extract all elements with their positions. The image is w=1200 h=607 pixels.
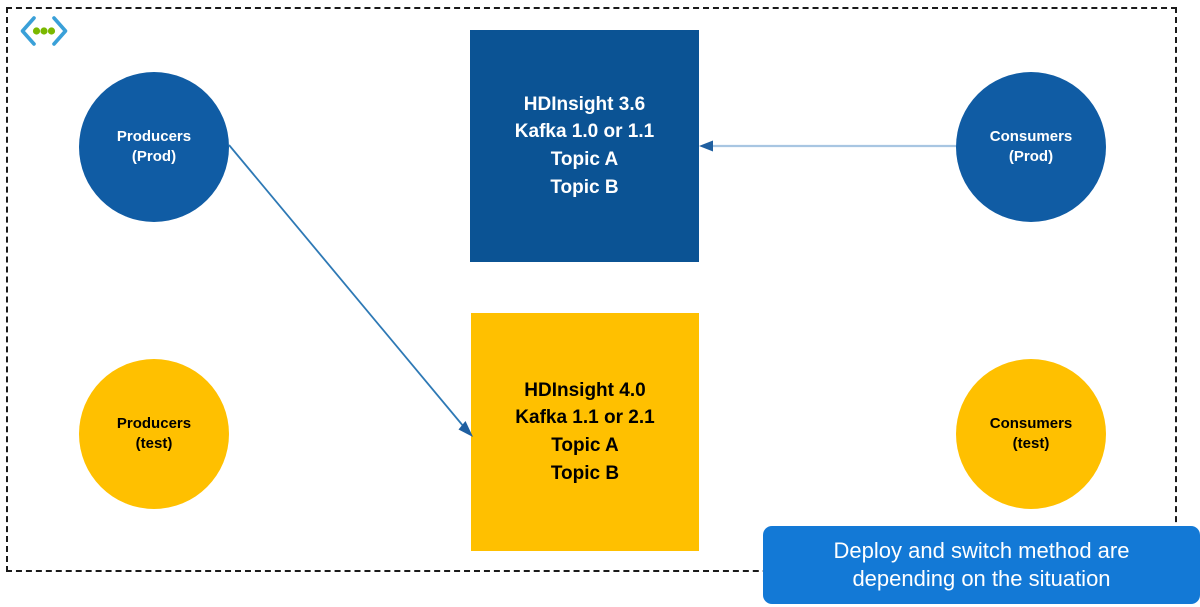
node-consumers-test[interactable]: Consumers (test) [956,359,1106,509]
node-consumers-test-label: Consumers (test) [990,414,1073,455]
node-consumers-test-line1: Consumers [989,414,1073,432]
note-banner-text: Deploy and switch method are depending o… [834,537,1130,593]
node-consumers-prod-line2: (Prod) [1008,148,1054,165]
cluster-hdinsight-40-line4: Topic B [550,462,620,484]
node-producers-prod[interactable]: Producers (Prod) [79,72,229,222]
node-producers-prod-line1: Producers [116,127,192,145]
node-consumers-test-line2: (test) [1012,435,1050,452]
cluster-hdinsight-40-label: HDInsight 4.0 Kafka 1.1 or 2.1 Topic A T… [515,377,654,487]
cluster-hdinsight-40-line2: Kafka 1.1 or 2.1 [515,407,655,429]
node-consumers-prod-line1: Consumers [989,127,1073,145]
node-consumers-prod-label: Consumers (Prod) [990,127,1073,168]
node-producers-prod-line2: (Prod) [131,148,177,165]
cluster-hdinsight-40-line1: HDInsight 4.0 [524,379,646,401]
note-banner: Deploy and switch method are depending o… [763,526,1200,604]
dashed-boundary [6,7,1177,572]
node-producers-test-line2: (test) [135,435,173,452]
node-consumers-prod[interactable]: Consumers (Prod) [956,72,1106,222]
cluster-hdinsight-36[interactable]: HDInsight 3.6 Kafka 1.0 or 1.1 Topic A T… [470,30,699,262]
node-producers-test-label: Producers (test) [117,414,191,455]
cluster-hdinsight-36-line1: HDInsight 3.6 [523,93,646,115]
node-producers-prod-label: Producers (Prod) [117,127,191,168]
node-producers-test[interactable]: Producers (test) [79,359,229,509]
azure-code-dots-logo [18,15,70,47]
node-producers-test-line1: Producers [116,414,192,432]
cluster-hdinsight-36-line3: Topic A [550,149,619,170]
cluster-hdinsight-36-label: HDInsight 3.6 Kafka 1.0 or 1.1 Topic A T… [515,91,654,201]
note-banner-line2: depending on the situation [852,566,1111,591]
cluster-hdinsight-36-line2: Kafka 1.0 or 1.1 [514,121,655,143]
cluster-hdinsight-40-line3: Topic A [551,435,619,456]
note-banner-line1: Deploy and switch method are [833,537,1130,563]
cluster-hdinsight-40[interactable]: HDInsight 4.0 Kafka 1.1 or 2.1 Topic A T… [471,313,699,551]
cluster-hdinsight-36-line4: Topic B [550,176,619,198]
